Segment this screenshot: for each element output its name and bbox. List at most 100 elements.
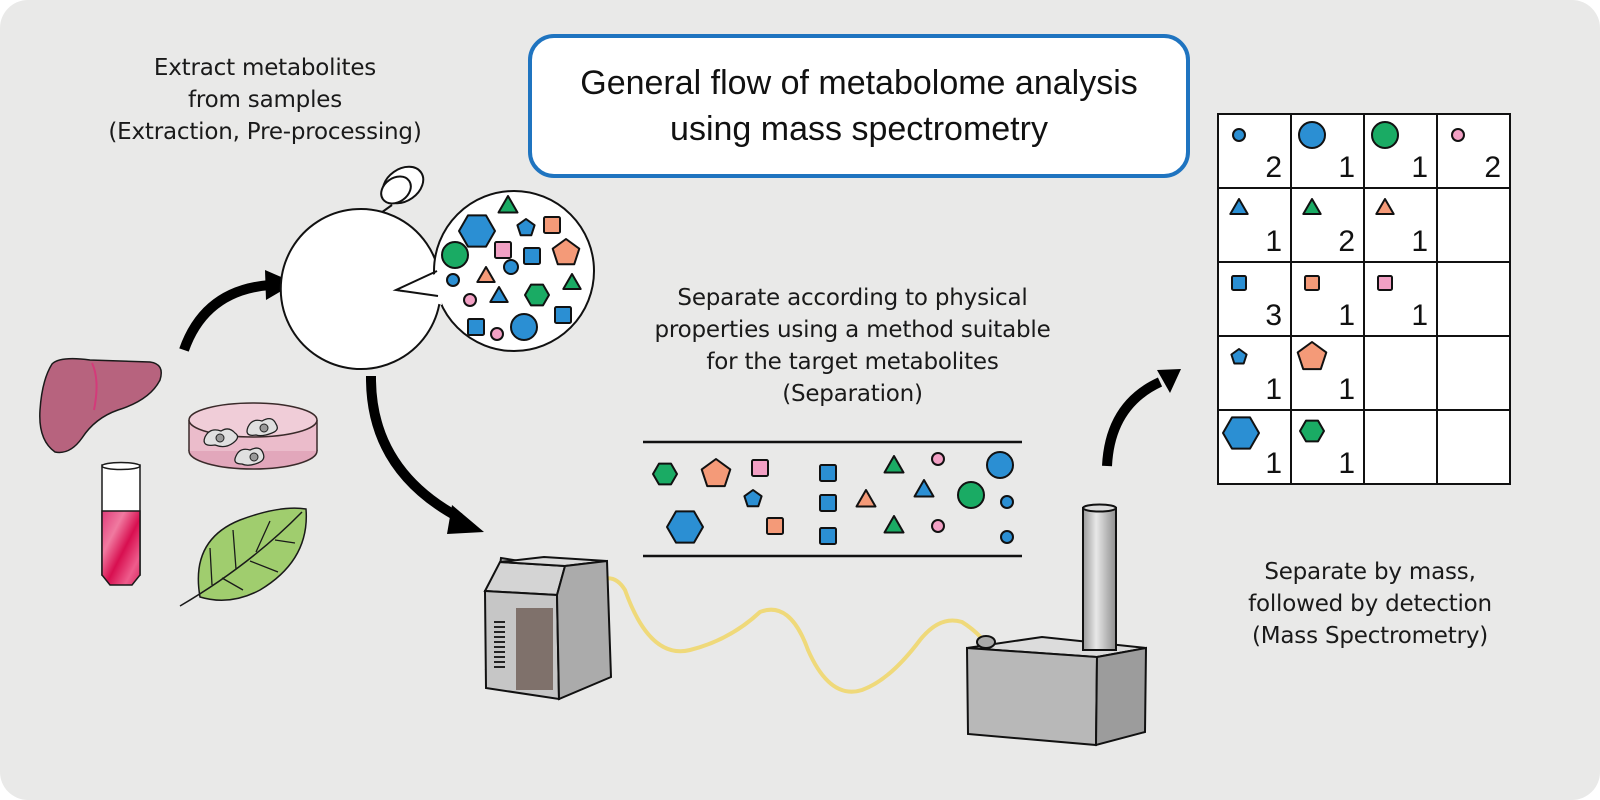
green-hexagon-icon (524, 283, 550, 307)
metabolite-symbol (1299, 419, 1325, 443)
green-hexagon-icon (652, 462, 678, 486)
pink-square-icon (751, 459, 769, 477)
metabolite-symbol (1232, 128, 1246, 142)
separation-label-line2: properties using a method suitable (654, 317, 1051, 343)
table-cell: 2 (1217, 113, 1292, 189)
separation-label: Separate according to physical propertie… (600, 282, 1105, 410)
blue-square-icon (819, 464, 837, 482)
mass-spec-label-line1: Separate by mass, (1264, 559, 1476, 585)
table-cell (1436, 335, 1511, 411)
table-cell: 1 (1363, 261, 1438, 337)
table-cell: 1 (1290, 261, 1365, 337)
orange-pentagon-icon (700, 458, 732, 488)
arrow-to-separation (365, 375, 484, 534)
metabolite-count: 1 (1338, 299, 1355, 332)
orange-triangle-icon (1375, 198, 1395, 215)
table-cell: 1 (1217, 409, 1292, 485)
title-box: General flow of metabolome analysis usin… (528, 34, 1190, 178)
blue-hexagon-icon (666, 510, 704, 544)
blue-square-icon (1231, 275, 1247, 291)
table-cell (1363, 335, 1438, 411)
metabolite-symbol (1298, 121, 1326, 149)
table-cell: 1 (1363, 187, 1438, 263)
table-cell (1436, 261, 1511, 337)
blue-hexagon-icon (458, 214, 496, 248)
metabolite-symbol (1231, 275, 1247, 291)
blue-circle-icon (1000, 530, 1014, 544)
pink-circle-icon (463, 293, 477, 307)
table-row: 1 2 1 (1217, 187, 1511, 263)
liver-icon (39, 357, 162, 454)
pink-circle-icon (490, 327, 504, 341)
mass-spec-label-line2: followed by detection (1248, 591, 1492, 617)
blue-circle-icon (1232, 128, 1246, 142)
orange-triangle-icon (476, 266, 496, 283)
metabolite-symbol (1302, 198, 1322, 215)
table-row: 3 1 1 (1217, 261, 1511, 337)
orange-triangle-icon (855, 489, 877, 508)
metabolite-symbol (1375, 198, 1395, 215)
orange-pentagon-icon (551, 238, 581, 266)
blood-tube-icon (101, 461, 141, 586)
blue-pentagon-icon (516, 218, 536, 237)
separation-metabolites (652, 451, 1014, 545)
metabolite-count: 2 (1338, 225, 1355, 258)
blue-square-icon (554, 306, 572, 324)
metabolite-symbol (1296, 341, 1328, 371)
green-circle-icon (1371, 121, 1399, 149)
green-triangle-icon (883, 515, 905, 534)
metabolite-count: 1 (1411, 299, 1428, 332)
blue-square-icon (467, 318, 485, 336)
blue-triangle-icon (913, 479, 935, 498)
orange-pentagon-icon (1296, 341, 1328, 371)
metabolite-count: 1 (1338, 447, 1355, 480)
green-circle-icon (957, 481, 985, 509)
metabolite-count: 1 (1265, 447, 1282, 480)
green-circle-icon (441, 241, 469, 269)
blue-square-icon (819, 494, 837, 512)
green-triangle-icon (562, 273, 582, 290)
metabolite-count: 1 (1411, 151, 1428, 184)
table-cell (1436, 409, 1511, 485)
table-cell: 1 (1290, 113, 1365, 189)
pink-circle-icon (931, 452, 945, 466)
metabolite-count: 1 (1411, 225, 1428, 258)
table-cell: 2 (1290, 187, 1365, 263)
metabolite-symbol (1229, 198, 1249, 215)
arrow-to-extraction (179, 270, 295, 352)
extraction-label-line1: Extract metabolites (153, 55, 377, 81)
green-triangle-icon (497, 195, 519, 214)
separation-label-line4: (Separation) (782, 381, 923, 407)
separation-label-line3: for the target metabolites (706, 349, 999, 375)
lc-instrument-icon (483, 555, 613, 701)
bubble-metabolites (441, 195, 582, 341)
blue-circle-icon (1000, 495, 1014, 509)
separation-label-line1: Separate according to physical (677, 285, 1028, 311)
blue-circle-icon (986, 451, 1014, 479)
extraction-label-line3: (Extraction, Pre-processing) (108, 119, 422, 145)
orange-square-icon (543, 216, 561, 234)
table-cell: 1 (1363, 113, 1438, 189)
metabolite-symbol (1304, 275, 1320, 291)
mass-spec-label: Separate by mass, followed by detection … (1195, 556, 1545, 652)
blue-square-icon (523, 247, 541, 265)
pink-square-icon (1377, 275, 1393, 291)
green-hexagon-icon (1299, 419, 1325, 443)
metabolite-count: 1 (1265, 225, 1282, 258)
table-cell: 1 (1290, 335, 1365, 411)
table-cell: 3 (1217, 261, 1292, 337)
leaf-icon (179, 507, 308, 607)
title-line2: using mass spectrometry (670, 110, 1048, 148)
pink-circle-icon (931, 519, 945, 533)
table-cell (1363, 409, 1438, 485)
arrow-to-detection (1102, 369, 1181, 467)
table-cell: 2 (1436, 113, 1511, 189)
blue-circle-icon (446, 273, 460, 287)
metabolite-symbol (1451, 128, 1465, 142)
extraction-label: Extract metabolites from samples (Extrac… (60, 52, 470, 148)
blue-circle-icon (1298, 121, 1326, 149)
